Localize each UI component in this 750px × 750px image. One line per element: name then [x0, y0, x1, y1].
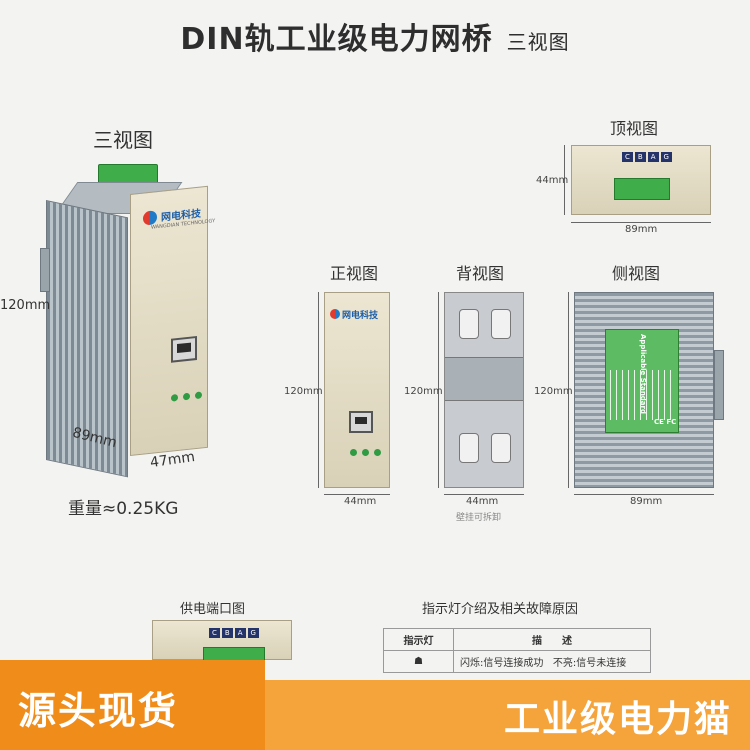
pp-key-b: B: [221, 628, 233, 638]
pp-key-c: C: [209, 628, 220, 638]
led-ethernet: [195, 391, 203, 400]
row1-flash: 闪烁:信号连接成功: [460, 658, 544, 669]
page-title: DIN轨工业级电力网桥三视图: [0, 14, 750, 58]
table-header-row: 指示灯 描 述: [383, 628, 651, 651]
row1-desc: 闪烁:信号连接成功 不亮:信号未连接: [453, 650, 651, 673]
banner-right: 工业级电力猫: [265, 680, 750, 750]
power-port-heading: 供电端口图: [180, 602, 246, 617]
row1-off: 不亮:信号未连接: [552, 658, 627, 669]
side-view-heading: 侧视图: [612, 264, 661, 283]
side-dim-h-line: [568, 292, 569, 488]
promo-banner: 工业级电力猫 源头现货: [0, 660, 750, 750]
front-led-2: [362, 449, 369, 456]
side-label-sticker: Applicable Standard CE FC: [605, 329, 679, 433]
side-din-clip: [714, 350, 724, 420]
power-port-keys: C B A G: [209, 628, 259, 638]
side-dim-w: 89mm: [630, 496, 663, 507]
col-desc: 描 述: [453, 628, 651, 651]
din-clip: [40, 248, 50, 292]
front-led-3: [374, 449, 381, 456]
back-dim-w: 44mm: [466, 496, 499, 507]
banner-right-text: 工业级电力猫: [503, 699, 732, 740]
back-note: 壁挂可拆卸: [456, 513, 502, 523]
power-port-body: C B A G: [152, 620, 292, 661]
top-view-connector: [614, 178, 670, 200]
key-g: G: [660, 152, 672, 162]
back-view-body: [444, 292, 524, 488]
title-sub: 三视图: [506, 30, 570, 54]
side-dim-w-line: [574, 494, 714, 495]
title-main: DIN轨工业级电力网桥: [180, 22, 493, 57]
banner-left: 源头现货: [0, 660, 265, 750]
back-view-heading: 背视图: [456, 264, 505, 283]
front-led-1: [350, 449, 357, 456]
col-light: 指示灯: [383, 628, 454, 651]
back-dim-h-line: [438, 292, 439, 488]
led-row: [171, 382, 211, 405]
rj45-port: [171, 335, 197, 363]
key-b: B: [634, 152, 646, 162]
front-dim-h: 120mm: [284, 386, 323, 397]
power-port-connector: [203, 647, 265, 661]
front-view-body: 网电科技: [324, 292, 390, 488]
table-row: ☗ 闪烁:信号连接成功 不亮:信号未连接: [383, 650, 651, 673]
back-dim-w-line: [444, 494, 524, 495]
home-icon: ☗: [383, 650, 454, 673]
iso-front-panel: 网电科技 WANGDIAN TECHNOLOGY: [130, 185, 215, 456]
front-dim-w-line: [324, 494, 390, 495]
side-dim-h: 120mm: [534, 386, 573, 397]
led-power: [171, 393, 178, 402]
top-view-dim-w: 89mm: [625, 224, 658, 235]
key-a: A: [647, 152, 659, 162]
top-view-keys: C B A G: [622, 152, 672, 162]
front-logo-icon: [330, 309, 340, 319]
front-dim-w: 44mm: [344, 496, 377, 507]
pp-key-a: A: [234, 628, 246, 638]
mount-slot-3: [459, 433, 479, 463]
front-dim-h-line: [318, 292, 319, 488]
top-view-dim-h-line: [564, 145, 565, 215]
indicator-heading: 指示灯介绍及相关故障原因: [422, 602, 579, 617]
pp-key-g: G: [247, 628, 259, 638]
indicator-table: 指示灯 描 述 ☗ 闪烁:信号连接成功 不亮:信号未连接: [383, 628, 651, 673]
front-leds: [350, 449, 381, 456]
iso-device: 网电科技 WANGDIAN TECHNOLOGY: [0, 160, 230, 478]
top-view-body: C B A G: [571, 145, 711, 215]
led-signal: [183, 392, 191, 401]
indicator-table-wrap: 指示灯 描 述 ☗ 闪烁:信号连接成功 不亮:信号未连接: [383, 628, 651, 673]
side-view-body: Applicable Standard CE FC: [574, 292, 714, 488]
mount-slot-1: [459, 309, 479, 339]
back-dim-h: 120mm: [404, 386, 443, 397]
din-rail-clip: [445, 357, 523, 401]
top-view-dim-h: 44mm: [536, 175, 569, 186]
iso-weight: 重量≈0.25KG: [68, 499, 179, 519]
key-c: C: [622, 152, 633, 162]
mount-slot-2: [491, 309, 511, 339]
side-label-text: [610, 370, 676, 420]
iso-heading: 三视图: [93, 128, 153, 152]
top-view-heading: 顶视图: [610, 119, 659, 138]
banner-left-text: 源头现货: [18, 689, 179, 733]
mount-slot-4: [491, 433, 511, 463]
front-view-heading: 正视图: [330, 264, 379, 283]
iso-dim-height: 120mm: [0, 298, 51, 313]
top-view-dim-w-line: [571, 222, 711, 223]
front-rj45: [349, 411, 373, 433]
side-label-marks: CE FC: [654, 418, 677, 426]
front-brand: 网电科技: [342, 311, 379, 321]
